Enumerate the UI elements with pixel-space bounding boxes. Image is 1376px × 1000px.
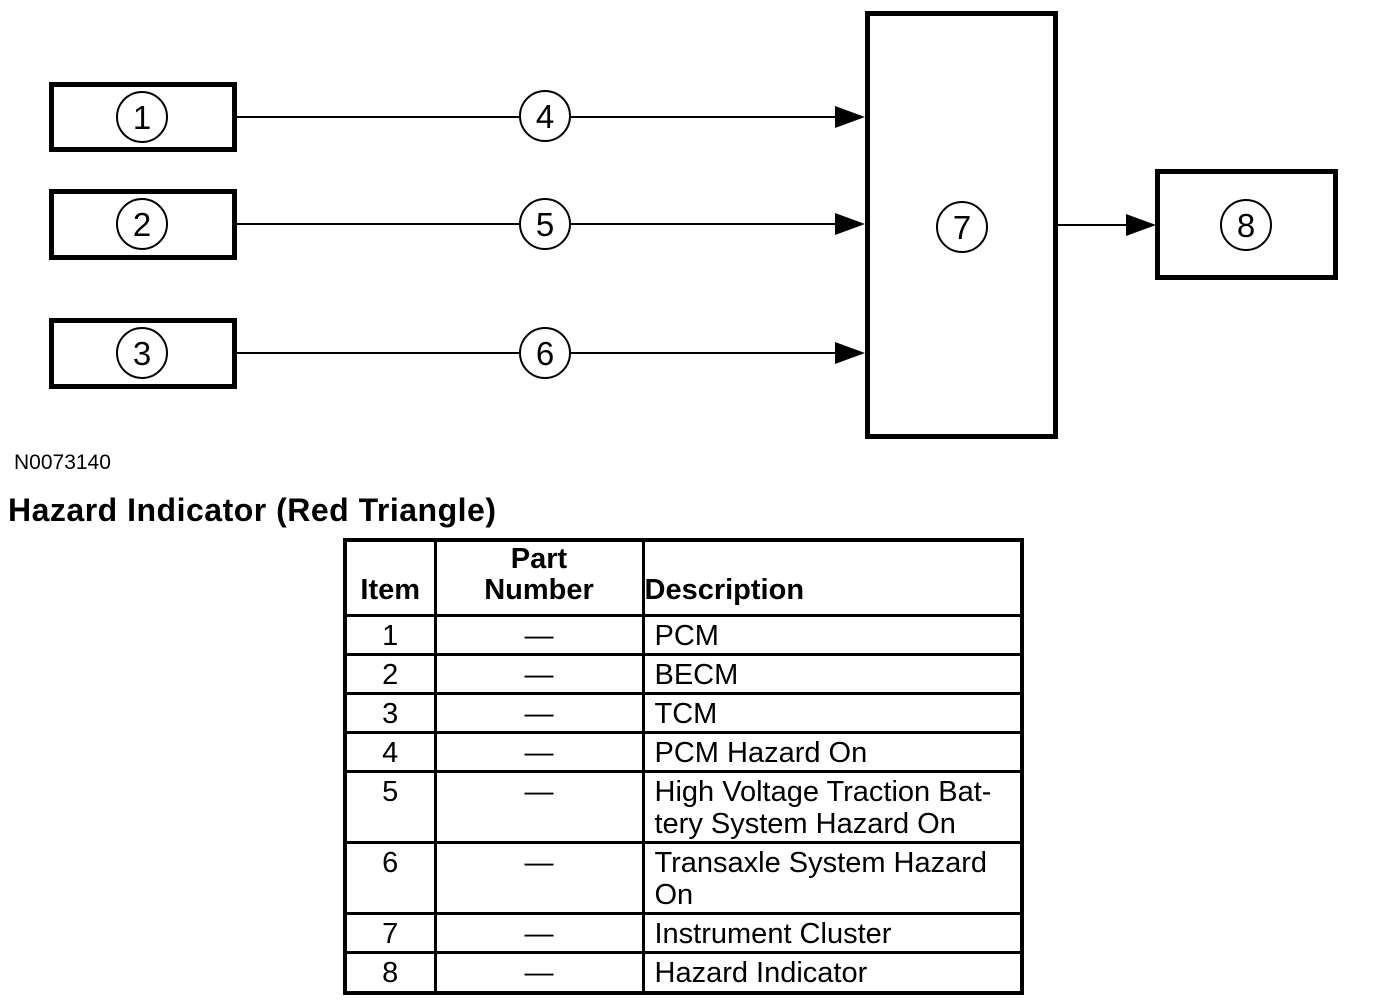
callout-8: 8 bbox=[1220, 199, 1272, 251]
callout-3: 3 bbox=[116, 327, 168, 379]
callout-6-number: 6 bbox=[535, 334, 555, 372]
col-header-item: Item bbox=[343, 538, 437, 617]
callout-5: 5 bbox=[519, 198, 571, 250]
col-header-part-number: Part Number bbox=[433, 538, 645, 617]
figure-id-label: N0073140 bbox=[14, 451, 111, 474]
part-number-cell: — bbox=[433, 652, 645, 695]
description-cell: Instrument Cluster bbox=[641, 911, 1024, 954]
part-number-cell: — bbox=[433, 613, 645, 656]
item-cell: 1 bbox=[343, 613, 437, 656]
part-number-cell: — bbox=[433, 730, 645, 773]
part-number-cell: — bbox=[433, 911, 645, 954]
item-cell: 2 bbox=[343, 652, 437, 695]
item-cell: 4 bbox=[343, 730, 437, 773]
parts-table: Item Part Number Description 1 — PCM 2 —… bbox=[343, 538, 1024, 995]
table-header-row: Item Part Number Description bbox=[343, 538, 1024, 617]
callout-6: 6 bbox=[519, 327, 571, 379]
part-number-cell: — bbox=[433, 769, 645, 844]
part-number-cell: — bbox=[433, 950, 645, 995]
table-row: 8 — Hazard Indicator bbox=[343, 950, 1024, 995]
description-cell: PCM bbox=[641, 613, 1024, 656]
arrowhead-icon-1 bbox=[835, 106, 865, 128]
col-header-description: Description bbox=[641, 538, 1024, 617]
table-row: 2 — BECM bbox=[343, 652, 1024, 695]
description-cell: TCM bbox=[641, 691, 1024, 734]
table-row: 3 — TCM bbox=[343, 691, 1024, 734]
description-cell: Hazard Indicator bbox=[641, 950, 1024, 995]
callout-1: 1 bbox=[116, 91, 168, 143]
section-heading: Hazard Indicator (Red Triangle) bbox=[8, 492, 497, 528]
part-number-cell: — bbox=[433, 840, 645, 915]
item-cell: 8 bbox=[343, 950, 437, 995]
description-cell: PCM Hazard On bbox=[641, 730, 1024, 773]
callout-1-number: 1 bbox=[132, 98, 152, 136]
description-cell: Transaxle System Hazard On bbox=[641, 840, 1024, 915]
callout-2-number: 2 bbox=[132, 205, 152, 243]
table-row: 5 — High Voltage Traction Bat- tery Syst… bbox=[343, 769, 1024, 844]
callout-2: 2 bbox=[116, 198, 168, 250]
description-cell: BECM bbox=[641, 652, 1024, 695]
arrowhead-icon-4 bbox=[1126, 214, 1156, 236]
table-row: 4 — PCM Hazard On bbox=[343, 730, 1024, 773]
callout-3-number: 3 bbox=[132, 334, 152, 372]
item-cell: 5 bbox=[343, 769, 437, 844]
callout-7: 7 bbox=[936, 201, 988, 253]
table-row: 7 — Instrument Cluster bbox=[343, 911, 1024, 954]
part-number-cell: — bbox=[433, 691, 645, 734]
item-cell: 3 bbox=[343, 691, 437, 734]
description-cell: High Voltage Traction Bat- tery System H… bbox=[641, 769, 1024, 844]
table-row: 6 — Transaxle System Hazard On bbox=[343, 840, 1024, 915]
arrowhead-icon-3 bbox=[835, 342, 865, 364]
callout-4-number: 4 bbox=[535, 97, 555, 135]
callout-7-number: 7 bbox=[952, 208, 972, 246]
callout-5-number: 5 bbox=[535, 205, 555, 243]
callout-4: 4 bbox=[519, 90, 571, 142]
item-cell: 7 bbox=[343, 911, 437, 954]
output-line bbox=[1058, 224, 1130, 226]
item-cell: 6 bbox=[343, 840, 437, 915]
callout-8-number: 8 bbox=[1236, 206, 1256, 244]
arrowhead-icon-2 bbox=[835, 213, 865, 235]
table-row: 1 — PCM bbox=[343, 613, 1024, 656]
